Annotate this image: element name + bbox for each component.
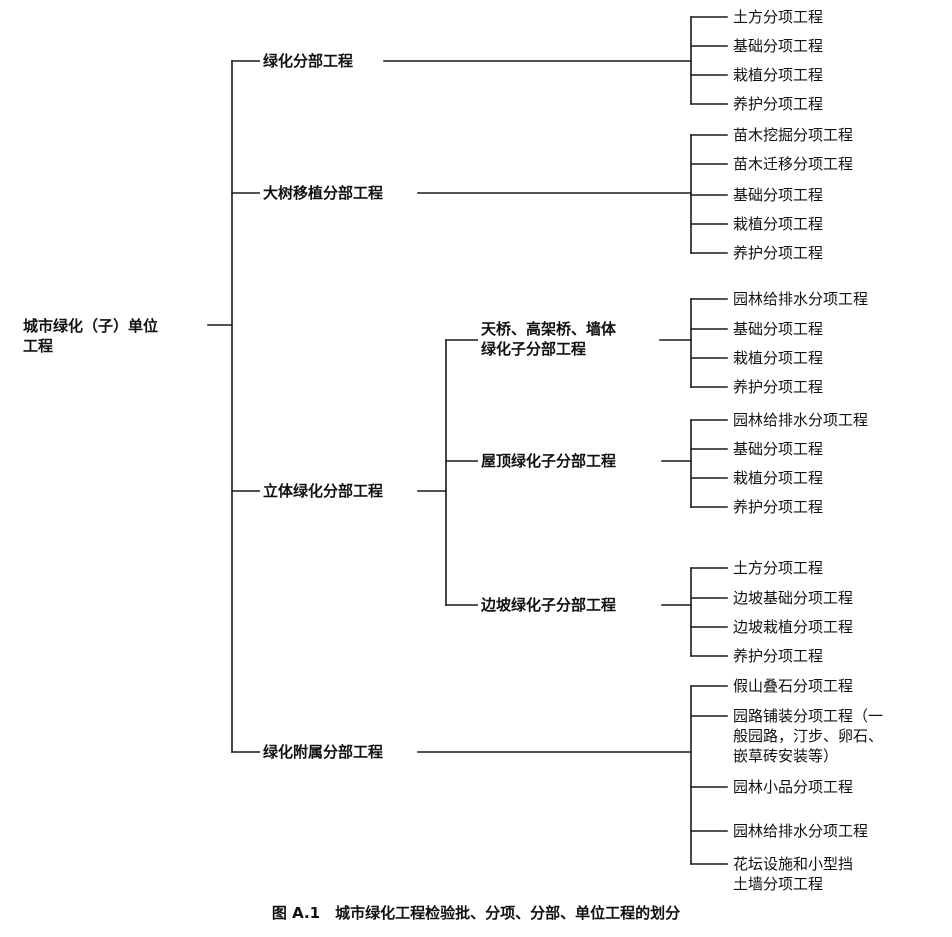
subdivision-leaf-item: 园林给排水分项工程 [733,411,869,429]
subdivision-leaf-item: 边坡基础分项工程 [733,589,854,607]
subdivision-node-line: 屋顶绿化子分部工程 [481,452,617,470]
subdivision-leaf-item: 边坡栽植分项工程 [733,618,854,636]
transplant-leaf-item: 基础分项工程 [733,186,824,204]
ancillary-leaf-item-line: 花坛设施和小型挡 [733,855,854,873]
division-ancillary: 绿化附属分部工程 [260,742,387,762]
root-node-line: 工程 [23,337,54,355]
subdivision-leaf-item: 基础分项工程 [733,440,824,458]
ancillary-leaf-item: 园路铺装分项工程（一般园路，汀步、卵石、嵌草砖安装等） [733,706,883,766]
greening-leaf-item: 基础分项工程 [733,37,824,55]
subdivision-leaf-item: 养护分项工程 [733,647,824,665]
subdivision-leaf-item: 园林给排水分项工程 [733,290,869,308]
subdivision-node: 天桥、高架桥、墙体绿化子分部工程 [478,319,620,359]
figure-caption: 图 A.1 城市绿化工程检验批、分项、分部、单位工程的划分 [271,904,681,922]
subdivision-leaf-item: 栽植分项工程 [733,469,824,487]
division-vertical-greening: 立体绿化分部工程 [260,481,387,501]
subdivision-leaf-item: 养护分项工程 [733,378,824,396]
ancillary-leaf-item-line: 土墙分项工程 [733,875,824,893]
subdivision-node-line: 天桥、高架桥、墙体 [481,320,617,338]
ancillary-leaf-item-line: 园路铺装分项工程（一 [733,707,884,725]
division-tree-transplant: 大树移植分部工程 [260,183,387,203]
ancillary-leaf-item: 花坛设施和小型挡土墙分项工程 [733,854,853,894]
root-node: 城市绿化（子）单位工程 [20,316,162,356]
greening-leaf-item: 土方分项工程 [733,8,824,26]
ancillary-leaf-item-line: 园林给排水分项工程 [733,822,869,840]
subdivision-leaf-item: 栽植分项工程 [733,349,824,367]
division-greening: 绿化分部工程 [260,51,357,71]
greening-leaf-item: 栽植分项工程 [733,66,824,84]
transplant-leaf-item: 苗木挖掘分项工程 [733,126,854,144]
root-node-line: 城市绿化（子）单位 [23,317,159,335]
ancillary-leaf-item-line: 嵌草砖安装等） [733,747,839,765]
subdivision-leaf-item: 土方分项工程 [733,559,824,577]
ancillary-leaf-item: 园林给排水分项工程 [733,821,868,841]
transplant-leaf-item: 苗木迁移分项工程 [733,155,854,173]
ancillary-leaf-item-line: 般园路，汀步、卵石、 [733,727,884,745]
subdivision-leaf-item: 养护分项工程 [733,498,824,516]
ancillary-leaf-item-line: 假山叠石分项工程 [733,677,854,695]
subdivision-node: 边坡绿化子分部工程 [478,595,620,615]
subdivision-node-line: 绿化子分部工程 [481,340,587,358]
subdivision-node-line: 边坡绿化子分部工程 [481,596,617,614]
transplant-leaf-item: 栽植分项工程 [733,215,824,233]
ancillary-leaf-item: 假山叠石分项工程 [733,676,853,696]
ancillary-leaf-item: 园林小品分项工程 [733,777,853,797]
greening-leaf-item: 养护分项工程 [733,95,824,113]
subdivision-node: 屋顶绿化子分部工程 [478,451,620,471]
ancillary-leaf-item-line: 园林小品分项工程 [733,778,854,796]
subdivision-leaf-item: 基础分项工程 [733,320,824,338]
transplant-leaf-item: 养护分项工程 [733,244,824,262]
